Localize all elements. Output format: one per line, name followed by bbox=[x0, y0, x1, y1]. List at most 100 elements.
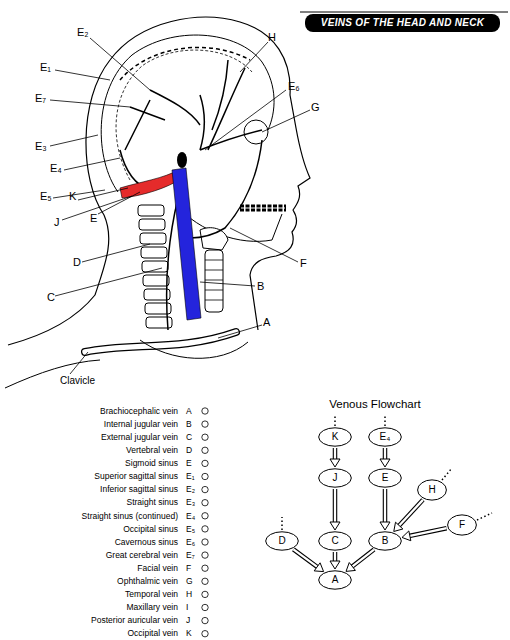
node-letter: E bbox=[382, 473, 389, 483]
flow-arrow bbox=[330, 489, 340, 530]
color-circle bbox=[202, 513, 208, 519]
teeth bbox=[240, 205, 286, 212]
callout-letter: E₄ bbox=[50, 163, 62, 174]
callout-letter: K bbox=[69, 191, 76, 202]
arrow-shaft-inner bbox=[352, 550, 374, 567]
key-vein-name: External jugular vein bbox=[101, 433, 178, 442]
key-vein-name: Sigmoid sinus bbox=[125, 459, 178, 468]
vein-node: J bbox=[318, 468, 352, 488]
vertebra bbox=[140, 233, 166, 244]
flowchart-title: Venous Flowchart bbox=[329, 399, 420, 411]
flow-arrow bbox=[394, 500, 423, 532]
color-circle bbox=[202, 565, 208, 571]
flow-arrow bbox=[380, 489, 390, 530]
key-vein-name: Brachiocephalic vein bbox=[100, 407, 178, 416]
arrow-shaft-inner bbox=[334, 448, 336, 460]
node-ellipse bbox=[369, 428, 402, 446]
arrow-shaft-outline bbox=[399, 500, 423, 526]
arrow-shaft-inner bbox=[334, 489, 336, 523]
color-circle bbox=[202, 617, 208, 623]
color-circle bbox=[202, 526, 208, 532]
larynx bbox=[200, 228, 228, 250]
key-letter: E₄ bbox=[186, 512, 195, 521]
flow-arrow bbox=[380, 448, 390, 467]
trachea bbox=[205, 250, 223, 312]
arrow-shaft-outline bbox=[409, 528, 447, 536]
color-circle bbox=[202, 408, 208, 414]
clavicle-bone bbox=[85, 332, 236, 352]
key-vein-name: Vertebral vein bbox=[126, 446, 178, 455]
teeth-gap bbox=[241, 208, 285, 209]
node-ellipse bbox=[418, 480, 447, 500]
key-letter: K bbox=[186, 629, 192, 638]
color-circle bbox=[202, 447, 208, 453]
node-letter: C bbox=[331, 536, 338, 546]
key-vein-name: Ophthalmic vein bbox=[117, 577, 178, 586]
arrow-head bbox=[314, 563, 323, 572]
color-circle bbox=[202, 604, 208, 610]
vertebra bbox=[139, 219, 165, 230]
node-letter: J bbox=[333, 473, 338, 483]
key-letter: E₁ bbox=[186, 472, 195, 481]
node-letter: B bbox=[382, 536, 389, 546]
key-vein-name: Straight sinus bbox=[127, 498, 179, 507]
flow-arrow bbox=[346, 550, 374, 572]
arrow-shaft-outline bbox=[293, 549, 318, 567]
arrow-head bbox=[330, 561, 340, 569]
shoulder-outline bbox=[8, 295, 95, 345]
veins bbox=[120, 60, 262, 330]
key-vein-name: Posterior auricular vein bbox=[91, 616, 178, 625]
vein-node: D bbox=[265, 531, 299, 551]
callout-letter: E₅ bbox=[40, 191, 52, 202]
key-letter: J bbox=[186, 616, 190, 625]
arrow-shaft-inner bbox=[399, 500, 423, 526]
color-circle bbox=[202, 578, 208, 584]
callout-letter: E₇ bbox=[35, 93, 46, 104]
callout-letter: D bbox=[73, 257, 81, 268]
key-letter: E₅ bbox=[186, 525, 195, 534]
key-letter: E₂ bbox=[186, 485, 195, 494]
callout-letter: E₆ bbox=[288, 81, 300, 92]
vein-node: E₄ bbox=[368, 427, 402, 447]
callout-letter: H bbox=[268, 32, 276, 43]
node-ellipse bbox=[319, 532, 352, 550]
vertebra bbox=[138, 205, 164, 216]
node-letter: E₄ bbox=[380, 432, 391, 442]
vein-node: C bbox=[318, 531, 352, 551]
color-circle bbox=[202, 631, 208, 637]
trachea-rings bbox=[205, 260, 223, 300]
key-vein-name: Cavernous sinus bbox=[115, 538, 178, 547]
color-circle bbox=[202, 591, 208, 597]
color-circle bbox=[202, 473, 208, 479]
key-vein-name: Maxillary vein bbox=[127, 603, 179, 612]
flow-arrow bbox=[402, 528, 447, 541]
arrow-shaft-outline bbox=[383, 489, 388, 523]
vein-node: F bbox=[447, 514, 477, 536]
key-letter: C bbox=[186, 433, 192, 442]
arrow-head bbox=[330, 459, 340, 467]
key-vein-name: Temporal vein bbox=[125, 590, 178, 599]
callout-letter: B bbox=[257, 281, 264, 292]
callout-letter: F bbox=[300, 258, 307, 269]
key-letter: E₆ bbox=[186, 538, 195, 547]
color-circle bbox=[202, 434, 208, 440]
key-letter: D bbox=[186, 446, 192, 455]
arrow-shaft-inner bbox=[293, 549, 318, 567]
key-vein-name: Straight sinus (continued) bbox=[82, 512, 178, 521]
callout-letter: Clavicle bbox=[60, 376, 95, 386]
callout-letter: G bbox=[311, 102, 320, 113]
key-letter: G bbox=[186, 577, 193, 586]
key-vein-name: Superior sagittal sinus bbox=[94, 472, 178, 481]
vertebra bbox=[143, 275, 169, 286]
internal-jugular-blue bbox=[172, 168, 201, 320]
arrow-shaft-outline bbox=[333, 489, 338, 523]
node-ellipse bbox=[319, 428, 352, 446]
key-vein-name: Internal jugular vein bbox=[104, 420, 178, 429]
flow-arrow bbox=[330, 552, 340, 569]
color-circle bbox=[202, 486, 208, 492]
arrow-shaft-outline bbox=[333, 448, 338, 460]
arrow-head bbox=[380, 522, 390, 530]
key-letter: I bbox=[186, 603, 188, 612]
